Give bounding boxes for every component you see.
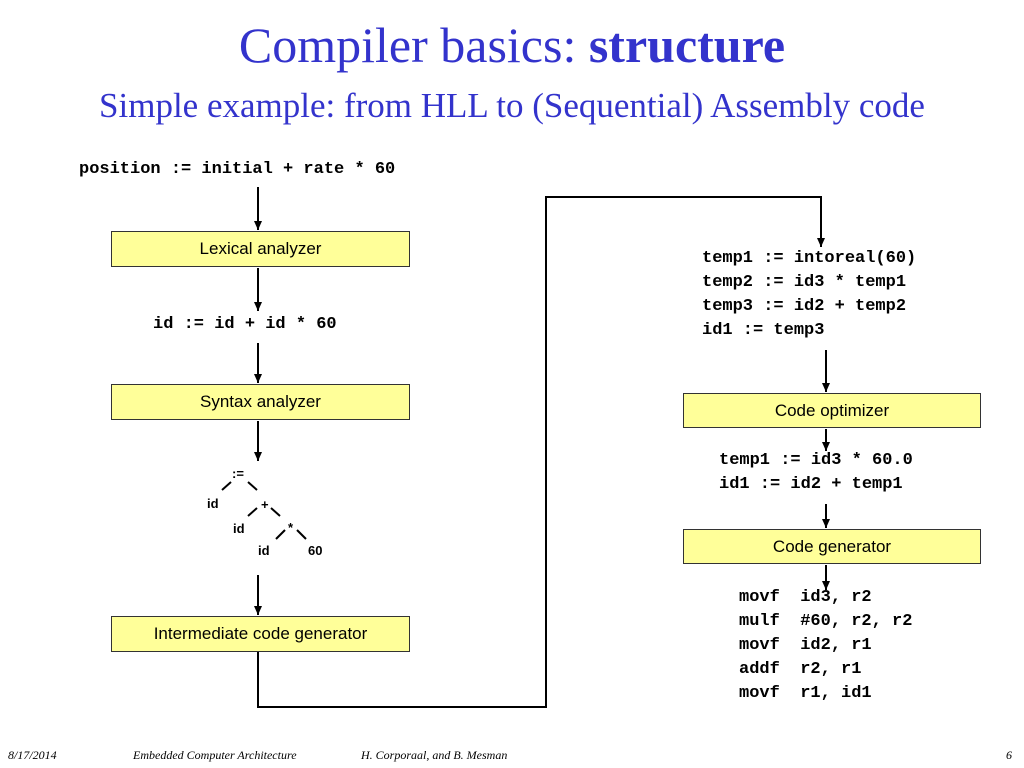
code-generator-label: Code generator	[772, 536, 892, 556]
optimized-code-block: temp1 := id3 * 60.0 id1 := id2 + temp1	[719, 449, 913, 497]
title-main: Compiler basics:	[238, 17, 589, 73]
tree-edge	[247, 481, 258, 491]
code-optimizer-label: Code optimizer	[774, 400, 890, 420]
code-line: addf r2, r1	[739, 660, 862, 679]
tree-node-times: *	[288, 520, 294, 535]
tree-node-plus: +	[261, 497, 269, 512]
tree-node-root: :=	[232, 466, 244, 481]
code-line: mulf #60, r2, r2	[739, 612, 913, 631]
title-bold: structure	[588, 17, 786, 73]
code-line: id1 := temp3	[702, 321, 825, 340]
syntax-tree-edges	[221, 481, 307, 540]
token-stream: id := id + id * 60	[153, 315, 337, 334]
syntax-analyzer-box: Syntax analyzer	[111, 384, 410, 420]
tree-edge	[296, 529, 307, 540]
code-line: id1 := id2 + temp1	[719, 475, 903, 494]
tree-node-sixty: 60	[308, 543, 323, 558]
code-optimizer-box: Code optimizer	[683, 393, 981, 428]
tree-node-id: id	[207, 496, 219, 511]
assembly-code-block: movf id3, r2 mulf #60, r2, r2 movf id2, r1…	[739, 586, 912, 706]
tree-edge	[221, 481, 232, 491]
footer-course: Embedded Computer Architecture	[133, 748, 297, 762]
tree-edge	[275, 529, 286, 540]
code-line: movf r1, id1	[739, 684, 872, 703]
tree-node-id: id	[258, 543, 270, 558]
tree-edge	[270, 507, 281, 517]
code-line: temp1 := intoreal(60)	[702, 249, 917, 268]
code-line: temp2 := id3 * temp1	[702, 273, 907, 292]
tree-edge	[247, 507, 258, 517]
syntax-analyzer-label: Syntax analyzer	[200, 392, 321, 411]
slide-title: Compiler basics: structure	[0, 18, 1024, 73]
lexical-analyzer-box: Lexical analyzer	[111, 231, 410, 267]
lexical-analyzer-label: Lexical analyzer	[199, 239, 322, 258]
source-statement: position := initial + rate * 60	[79, 160, 396, 179]
footer-date: 8/17/2014	[8, 748, 57, 762]
intermediate-code-generator-box: Intermediate code generator	[111, 616, 410, 652]
code-line: temp3 := id2 + temp2	[702, 297, 907, 316]
intermediate-code-block: temp1 := intoreal(60) temp2 := id3 * temp…	[702, 247, 916, 343]
code-generator-box: Code generator	[683, 529, 981, 564]
footer-authors: H. Corporaal, and B. Mesman	[361, 748, 508, 762]
code-line: movf id2, r1	[739, 636, 872, 655]
code-line: temp1 := id3 * 60.0	[719, 451, 913, 470]
slide-subtitle: Simple example: from HLL to (Sequential)…	[99, 86, 925, 125]
code-line: movf id3, r2	[739, 588, 872, 607]
tree-node-id: id	[233, 521, 245, 536]
footer-page-number: 6	[1006, 748, 1012, 762]
connector-intermediate-to-code	[257, 196, 825, 708]
intermediate-code-generator-label: Intermediate code generator	[153, 624, 368, 643]
